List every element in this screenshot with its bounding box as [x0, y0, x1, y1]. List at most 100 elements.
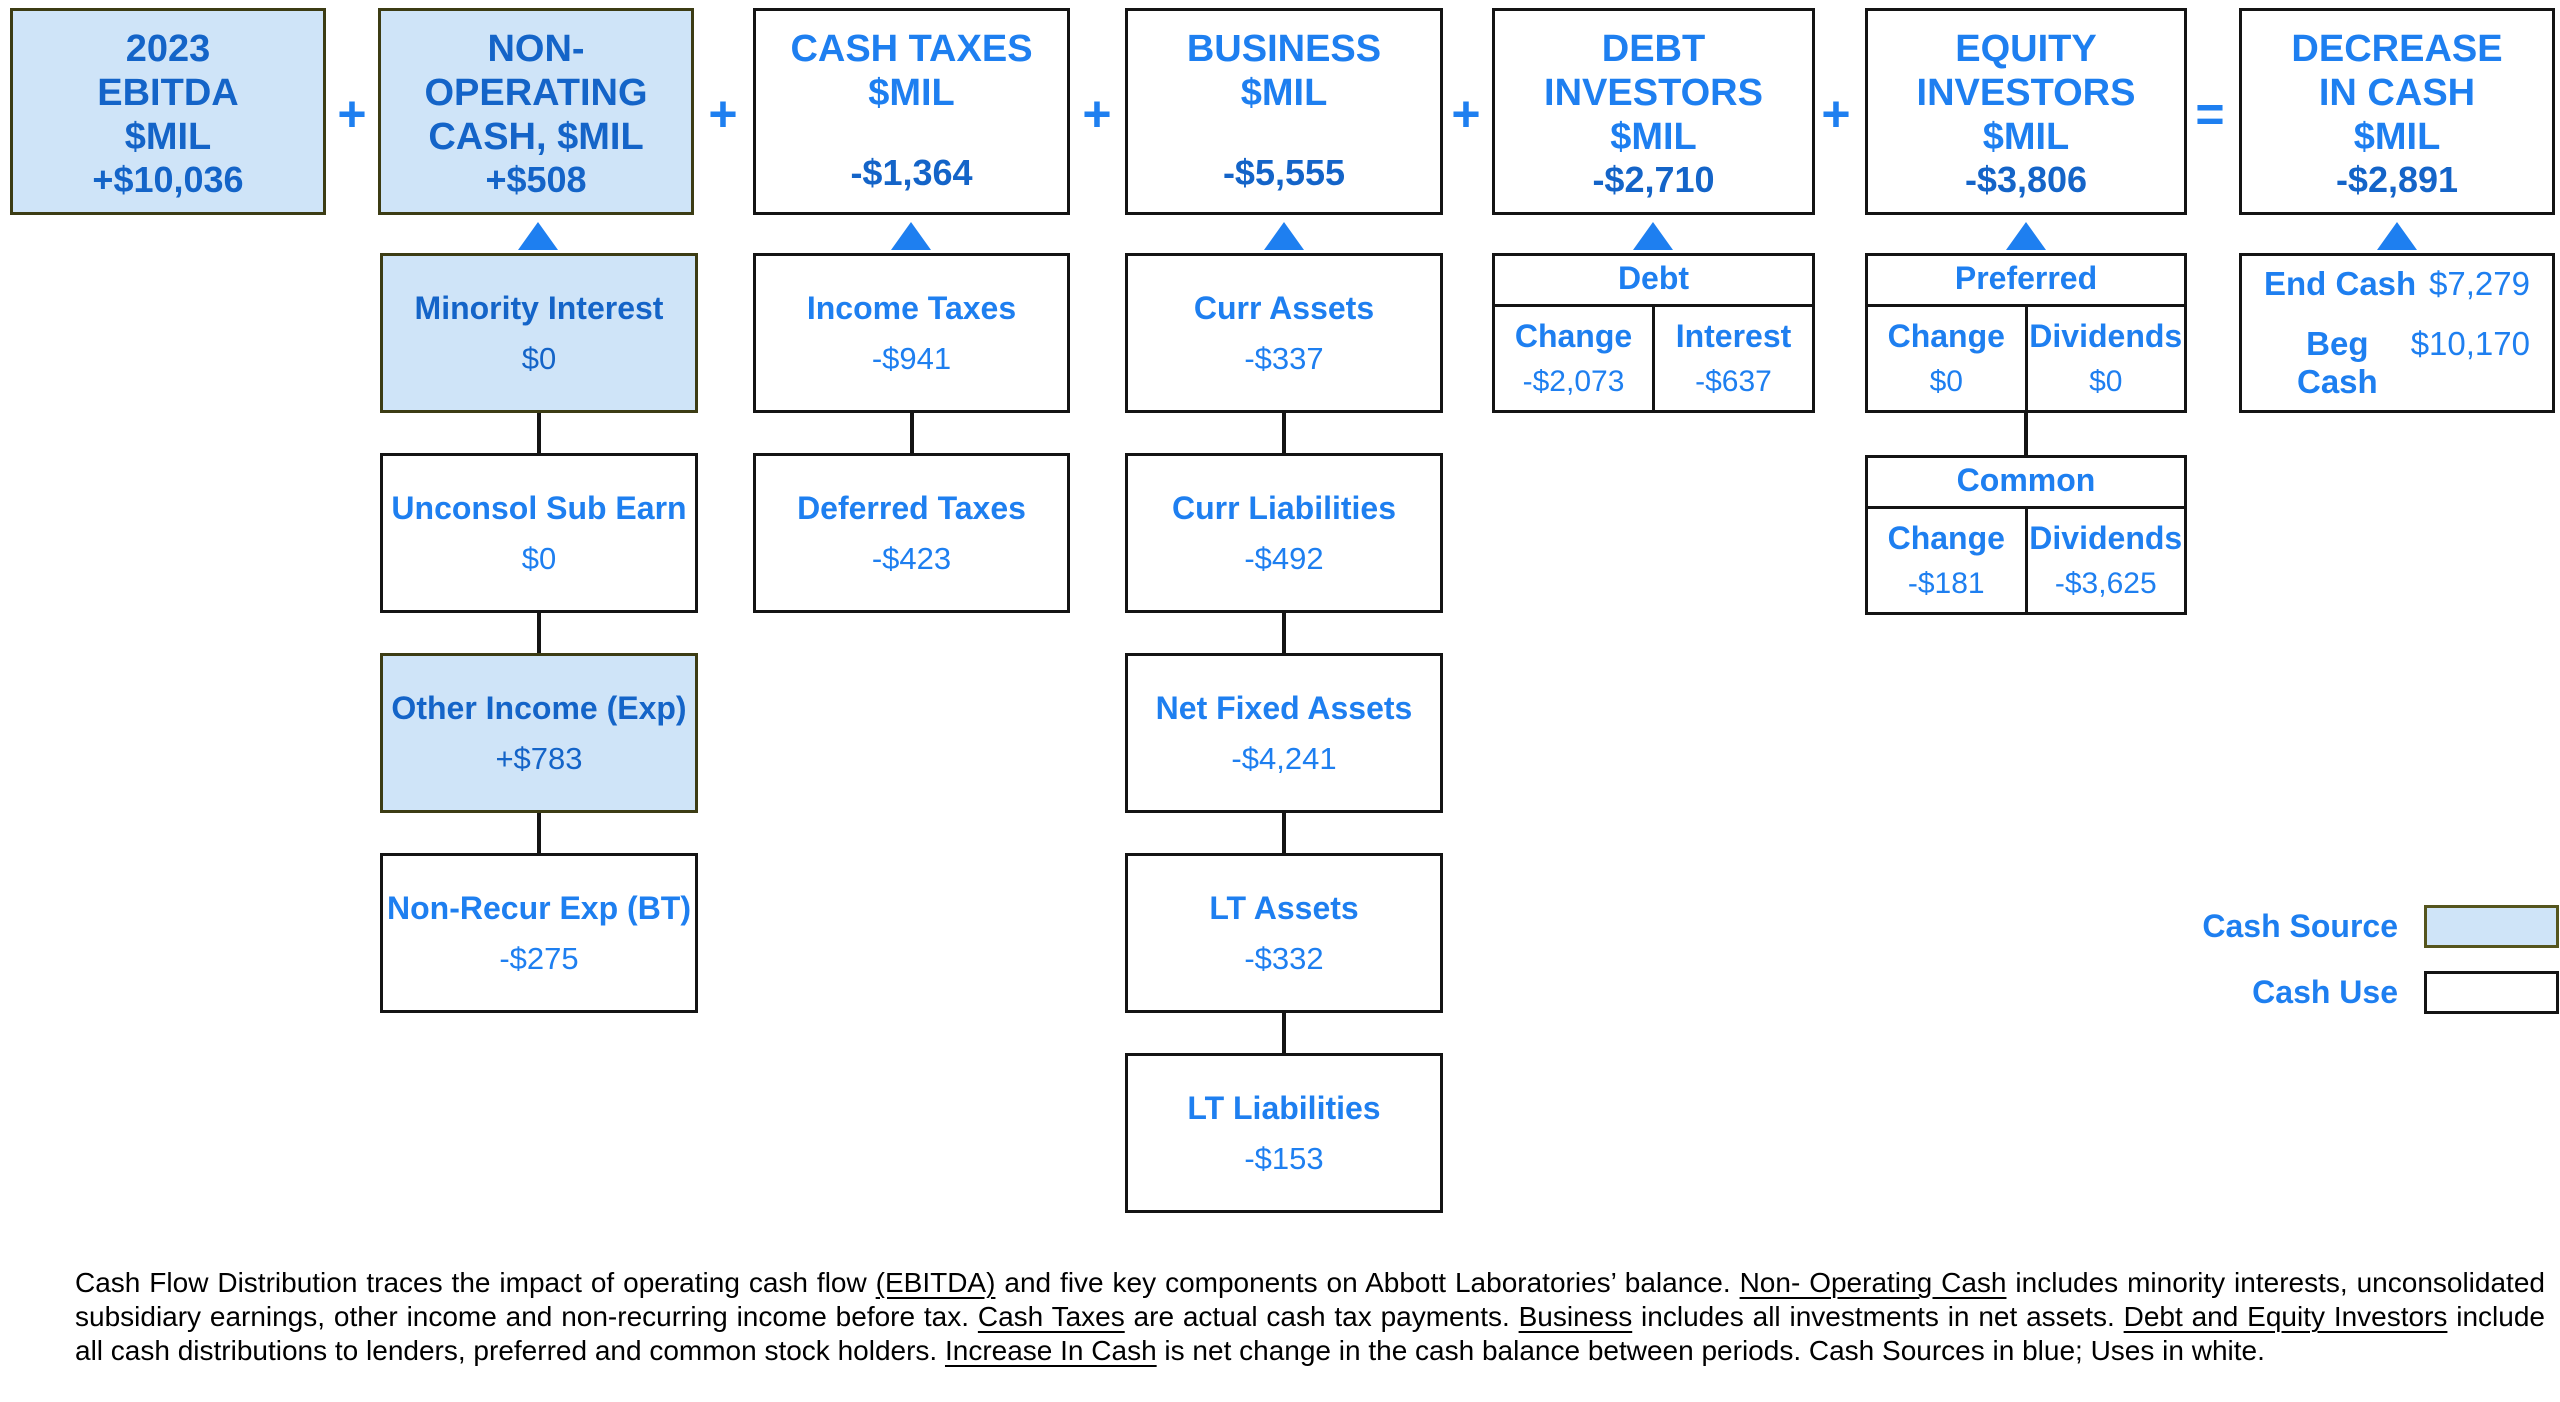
plus-operator-4: +	[1451, 86, 1481, 142]
preferred-dividends-cell: Dividends $0	[2024, 307, 2185, 410]
debt-interest-cell: Interest -$637	[1652, 307, 1812, 410]
footnote-text: Cash Flow Distribution traces the impact…	[75, 1267, 2545, 1366]
non-operating-cash-box: NON- OPERATING CASH, $MIL +$508	[378, 8, 694, 215]
ebitda-title: 2023 EBITDA $MIL	[97, 28, 239, 159]
income-taxes-label: Income Taxes	[806, 289, 1017, 326]
debt-change-label: Change	[1514, 318, 1633, 354]
deferred-taxes-box: Deferred Taxes -$423	[753, 453, 1070, 613]
debt-interest-label: Interest	[1675, 318, 1792, 354]
end-cash-value: $7,279	[2429, 265, 2530, 302]
beg-cash-label: Beg Cash	[2297, 325, 2378, 400]
lt-liabilities-label: LT Liabilities	[1187, 1089, 1381, 1126]
debt-investors-title: DEBT INVESTORS $MIL	[1544, 28, 1763, 159]
legend-cash-source-label: Cash Source	[2202, 908, 2398, 944]
up-arrow-icon-decrease	[2377, 222, 2417, 250]
beg-cash-value: $10,170	[2410, 325, 2530, 362]
connector-line	[1282, 813, 1286, 853]
common-dividends-label: Dividends	[2029, 520, 2183, 556]
decrease-in-cash-title: DECREASE IN CASH $MIL	[2291, 28, 2503, 159]
income-taxes-value: -$941	[871, 340, 952, 376]
income-taxes-box: Income Taxes -$941	[753, 253, 1070, 413]
lt-liabilities-box: LT Liabilities -$153	[1125, 1053, 1443, 1213]
debt-change-cell: Change -$2,073	[1495, 307, 1652, 410]
debt-table-header: Debt	[1495, 256, 1812, 307]
equity-investors-title: EQUITY INVESTORS $MIL	[1916, 28, 2136, 159]
connector-line	[1282, 1013, 1286, 1053]
unconsol-sub-earn-label: Unconsol Sub Earn	[391, 489, 687, 526]
common-table-header: Common	[1868, 458, 2184, 509]
non-recur-exp-label: Non-Recur Exp (BT)	[387, 889, 691, 926]
non-operating-cash-value: +$508	[485, 159, 587, 201]
curr-assets-label: Curr Assets	[1193, 289, 1375, 326]
plus-operator-2: +	[708, 86, 738, 142]
preferred-dividends-value: $0	[2089, 365, 2123, 398]
preferred-change-cell: Change $0	[1868, 307, 2025, 410]
debt-table: Debt Change -$2,073 Interest -$637	[1492, 253, 1815, 413]
debt-change-value: -$2,073	[1522, 365, 1625, 398]
cash-balance-box: End Cash $7,279 Beg Cash $10,170	[2239, 253, 2555, 413]
end-cash-row: End Cash $7,279	[2264, 265, 2530, 303]
connector-line	[537, 813, 541, 853]
other-income-box: Other Income (Exp) +$783	[380, 653, 698, 813]
common-table: Common Change -$181 Dividends -$3,625	[1865, 455, 2187, 615]
common-change-value: -$181	[1907, 567, 1985, 600]
common-dividends-cell: Dividends -$3,625	[2024, 509, 2185, 612]
decrease-in-cash-box: DECREASE IN CASH $MIL -$2,891	[2239, 8, 2555, 215]
non-recur-exp-box: Non-Recur Exp (BT) -$275	[380, 853, 698, 1013]
legend-cash-use-swatch	[2424, 971, 2559, 1014]
other-income-label: Other Income (Exp)	[391, 689, 687, 726]
common-dividends-value: -$3,625	[2054, 567, 2157, 600]
beg-cash-row: Beg Cash $10,170	[2264, 325, 2530, 401]
debt-interest-value: -$637	[1695, 365, 1772, 398]
curr-liabilities-value: -$492	[1244, 540, 1324, 576]
lt-assets-value: -$332	[1244, 940, 1324, 976]
minority-interest-value: $0	[521, 340, 557, 376]
net-fixed-assets-label: Net Fixed Assets	[1155, 689, 1413, 726]
cash-taxes-value: -$1,364	[850, 152, 973, 193]
common-change-label: Change	[1887, 520, 2005, 556]
other-income-value: +$783	[495, 740, 583, 776]
connector-line	[2024, 413, 2028, 455]
up-arrow-icon-cash-taxes	[891, 222, 931, 250]
up-arrow-icon-equity	[2006, 222, 2046, 250]
equity-investors-box: EQUITY INVESTORS $MIL -$3,806	[1865, 8, 2187, 215]
deferred-taxes-label: Deferred Taxes	[797, 489, 1026, 526]
preferred-table-header: Preferred	[1868, 256, 2184, 307]
lt-assets-box: LT Assets -$332	[1125, 853, 1443, 1013]
debt-investors-value: -$2,710	[1592, 159, 1715, 201]
cash-taxes-title: CASH TAXES $MIL	[790, 28, 1033, 115]
cash-taxes-box: CASH TAXES $MIL -$1,364	[753, 8, 1070, 215]
curr-assets-value: -$337	[1244, 340, 1324, 376]
connector-line	[537, 413, 541, 453]
preferred-table: Preferred Change $0 Dividends $0	[1865, 253, 2187, 413]
lt-liabilities-value: -$153	[1244, 1140, 1324, 1176]
connector-line	[537, 613, 541, 653]
debt-investors-box: DEBT INVESTORS $MIL -$2,710	[1492, 8, 1815, 215]
decrease-in-cash-value: -$2,891	[2335, 159, 2459, 201]
business-title: BUSINESS $MIL	[1186, 28, 1382, 115]
deferred-taxes-value: -$423	[871, 540, 952, 576]
connector-line	[1282, 613, 1286, 653]
net-fixed-assets-value: -$4,241	[1231, 740, 1337, 776]
net-fixed-assets-box: Net Fixed Assets -$4,241	[1125, 653, 1443, 813]
ebitda-value: +$10,036	[92, 159, 244, 201]
plus-operator-5: +	[1821, 86, 1851, 142]
lt-assets-label: LT Assets	[1209, 889, 1359, 926]
up-arrow-icon-non-operating	[518, 222, 558, 250]
minority-interest-box: Minority Interest $0	[380, 253, 698, 413]
unconsol-sub-earn-value: $0	[521, 540, 557, 576]
connector-line	[1282, 413, 1286, 453]
up-arrow-icon-debt	[1633, 222, 1673, 250]
plus-operator-1: +	[337, 86, 367, 142]
end-cash-label: End Cash	[2264, 265, 2417, 302]
curr-assets-box: Curr Assets -$337	[1125, 253, 1443, 413]
up-arrow-icon-business	[1264, 222, 1304, 250]
equity-investors-value: -$3,806	[1964, 159, 2088, 201]
preferred-change-value: $0	[1929, 365, 1963, 398]
common-change-cell: Change -$181	[1868, 509, 2025, 612]
business-value: -$5,555	[1222, 152, 1346, 193]
legend-cash-use-label: Cash Use	[2252, 974, 2398, 1010]
curr-liabilities-label: Curr Liabilities	[1171, 489, 1397, 526]
ebitda-box: 2023 EBITDA $MIL +$10,036	[10, 8, 326, 215]
